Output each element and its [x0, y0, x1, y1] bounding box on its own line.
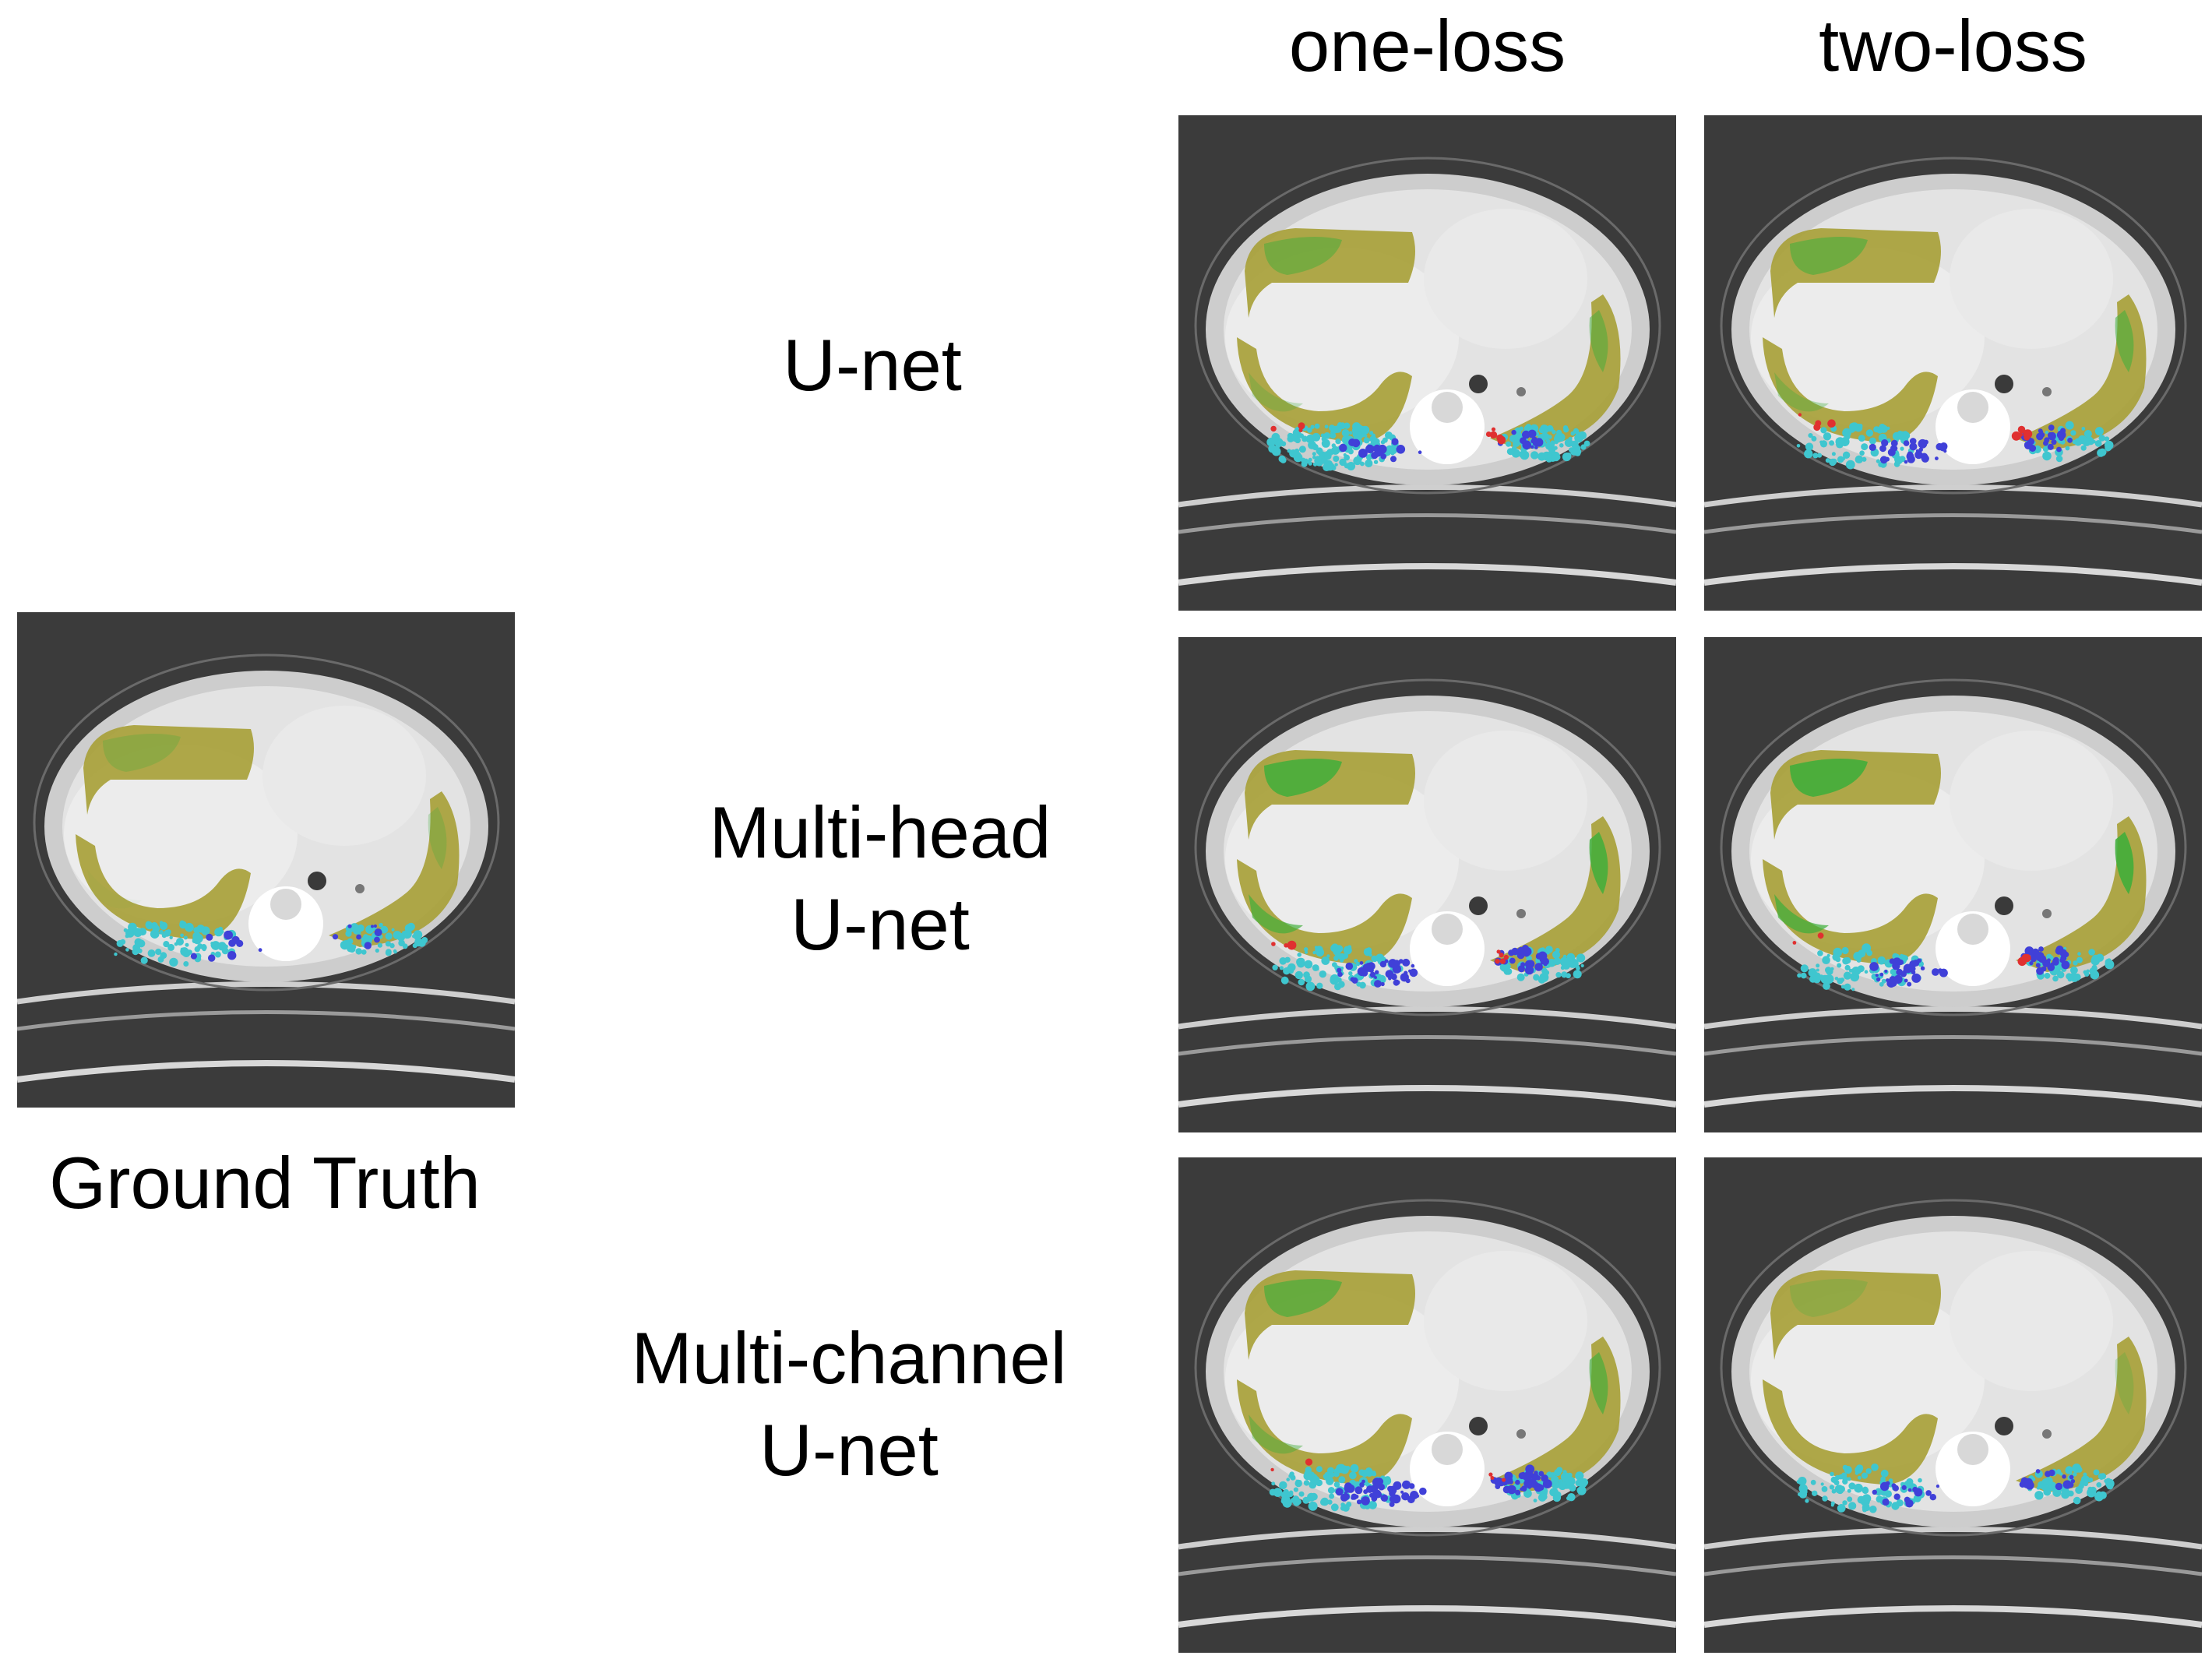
ct-panel-multichannel-two-loss: [1704, 1157, 2202, 1653]
ct-panel-multihead-two-loss: [1704, 637, 2202, 1132]
ct-panel-multihead-one-loss: [1178, 637, 1676, 1132]
ground-truth-label: Ground Truth: [49, 1142, 481, 1224]
row-label-multihead-line1: Multi-head: [709, 791, 1051, 873]
row-label-multichannel-line2: U-net: [759, 1409, 939, 1491]
row-label-multichannel-line1: Multi-channel: [631, 1317, 1067, 1399]
row-label-unet: U-net: [783, 324, 962, 406]
column-header-two-loss: two-loss: [1819, 5, 2087, 86]
column-header-one-loss: one-loss: [1288, 5, 1566, 86]
ct-panel-ground-truth: [17, 612, 515, 1108]
ct-panel-unet-one-loss: [1178, 115, 1676, 611]
ct-panel-unet-two-loss: [1704, 115, 2202, 611]
ct-panel-multichannel-one-loss: [1178, 1157, 1676, 1653]
row-label-multihead-line2: U-net: [791, 883, 970, 965]
